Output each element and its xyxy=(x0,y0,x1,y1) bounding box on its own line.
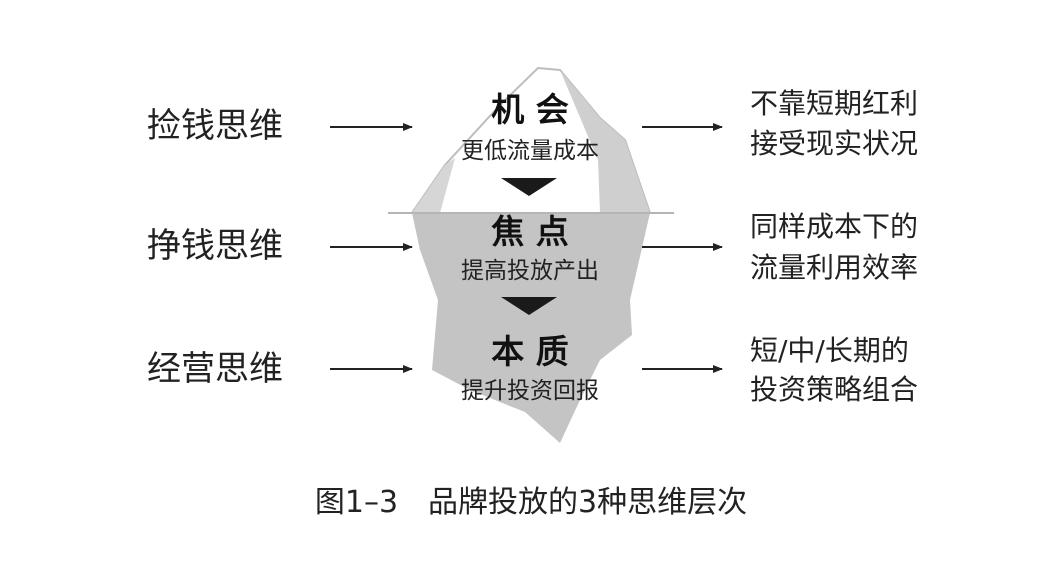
iceberg-tip-shade-left xyxy=(412,158,455,213)
level-arrow-1 xyxy=(501,178,557,196)
right-label-level-1-line-1: 不靠短期红利 xyxy=(750,87,918,120)
right-label-level-3-line-2: 投资策略组合 xyxy=(750,373,918,406)
center-subtitle-level-2: 提高投放产出 xyxy=(461,258,599,284)
right-label-level-1-line-2: 接受现实状况 xyxy=(750,127,918,160)
right-label-level-2-line-2: 流量利用效率 xyxy=(750,251,918,284)
right-label-level-2-line-1: 同样成本下的 xyxy=(750,210,918,243)
left-label-level-2: 挣钱思维 xyxy=(147,226,283,266)
left-label-level-3: 经营思维 xyxy=(147,349,283,389)
center-subtitle-level-3: 提升投资回报 xyxy=(461,378,599,404)
iceberg-underwater xyxy=(412,213,650,443)
iceberg-tip-shade xyxy=(560,70,650,213)
center-title-level-2: 焦 点 xyxy=(491,212,569,251)
right-label-level-3-line-1: 短/中/长期的 xyxy=(750,334,909,367)
figure-caption: 图1–3 品牌投放的3种思维层次 xyxy=(315,485,747,520)
center-title-level-1: 机 会 xyxy=(491,90,569,129)
left-label-level-1: 捡钱思维 xyxy=(147,106,283,146)
level-arrow-2 xyxy=(501,297,557,315)
center-title-level-3: 本 质 xyxy=(491,332,569,371)
center-subtitle-level-1: 更低流量成本 xyxy=(461,138,599,164)
